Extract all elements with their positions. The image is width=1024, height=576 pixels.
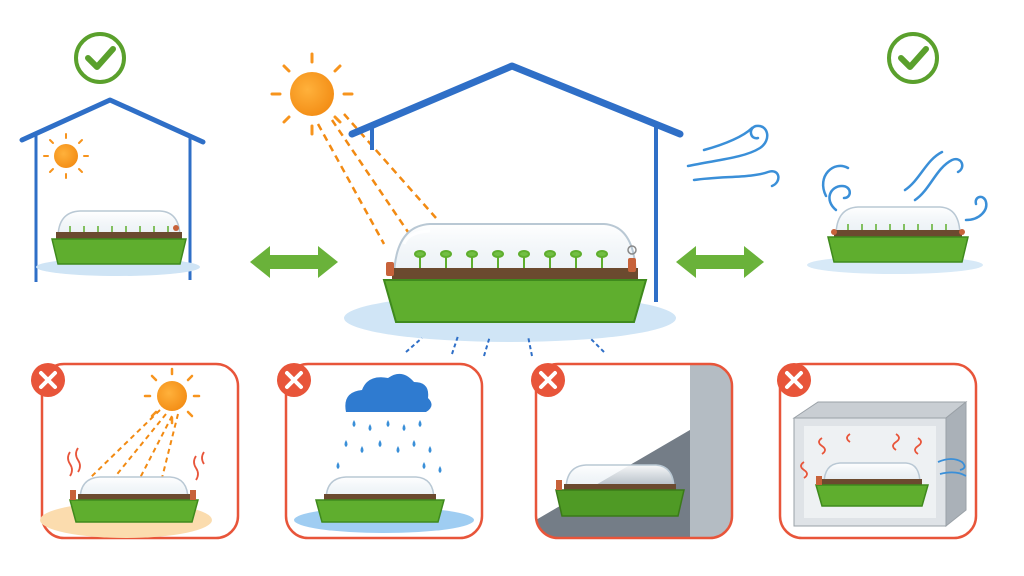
shelter-roof — [19, 97, 206, 282]
seedling-tray — [815, 462, 929, 507]
check-icon — [887, 32, 939, 84]
double-arrow-left — [250, 246, 338, 278]
x-icon — [531, 363, 565, 397]
seedling-tray — [69, 476, 199, 523]
shelter-roof — [348, 62, 684, 302]
heat-waves-icon — [67, 447, 205, 481]
x-icon — [277, 363, 311, 397]
airflow-icon — [937, 458, 967, 477]
seedling-tray — [827, 206, 969, 263]
large-sun-icon — [270, 52, 437, 245]
x-icon — [777, 363, 811, 397]
seedling-tray-with-dome — [382, 223, 648, 323]
recommended-placement — [270, 52, 684, 357]
sun-icon — [43, 133, 89, 179]
seedling-tray — [51, 210, 187, 265]
bad-placement-enclosed-box — [777, 362, 978, 540]
wind-icon — [686, 124, 780, 188]
check-icon — [74, 32, 126, 84]
bad-placement-direct-sun — [31, 362, 240, 540]
seedling-tray — [555, 464, 685, 517]
heat-waves-icon — [800, 433, 922, 479]
good-placement-right — [807, 32, 988, 274]
rain-cloud-icon — [336, 373, 442, 473]
airflow-icon — [822, 150, 988, 222]
double-arrow-right — [676, 246, 764, 278]
sun-icon — [89, 367, 201, 479]
bad-placement-rain — [277, 362, 484, 540]
airflow-arrows-under-tray — [405, 335, 605, 357]
x-icon — [31, 363, 65, 397]
good-placement-left — [19, 32, 206, 282]
bad-placement-dark-corner — [531, 362, 734, 540]
seedling-tray — [315, 476, 445, 523]
